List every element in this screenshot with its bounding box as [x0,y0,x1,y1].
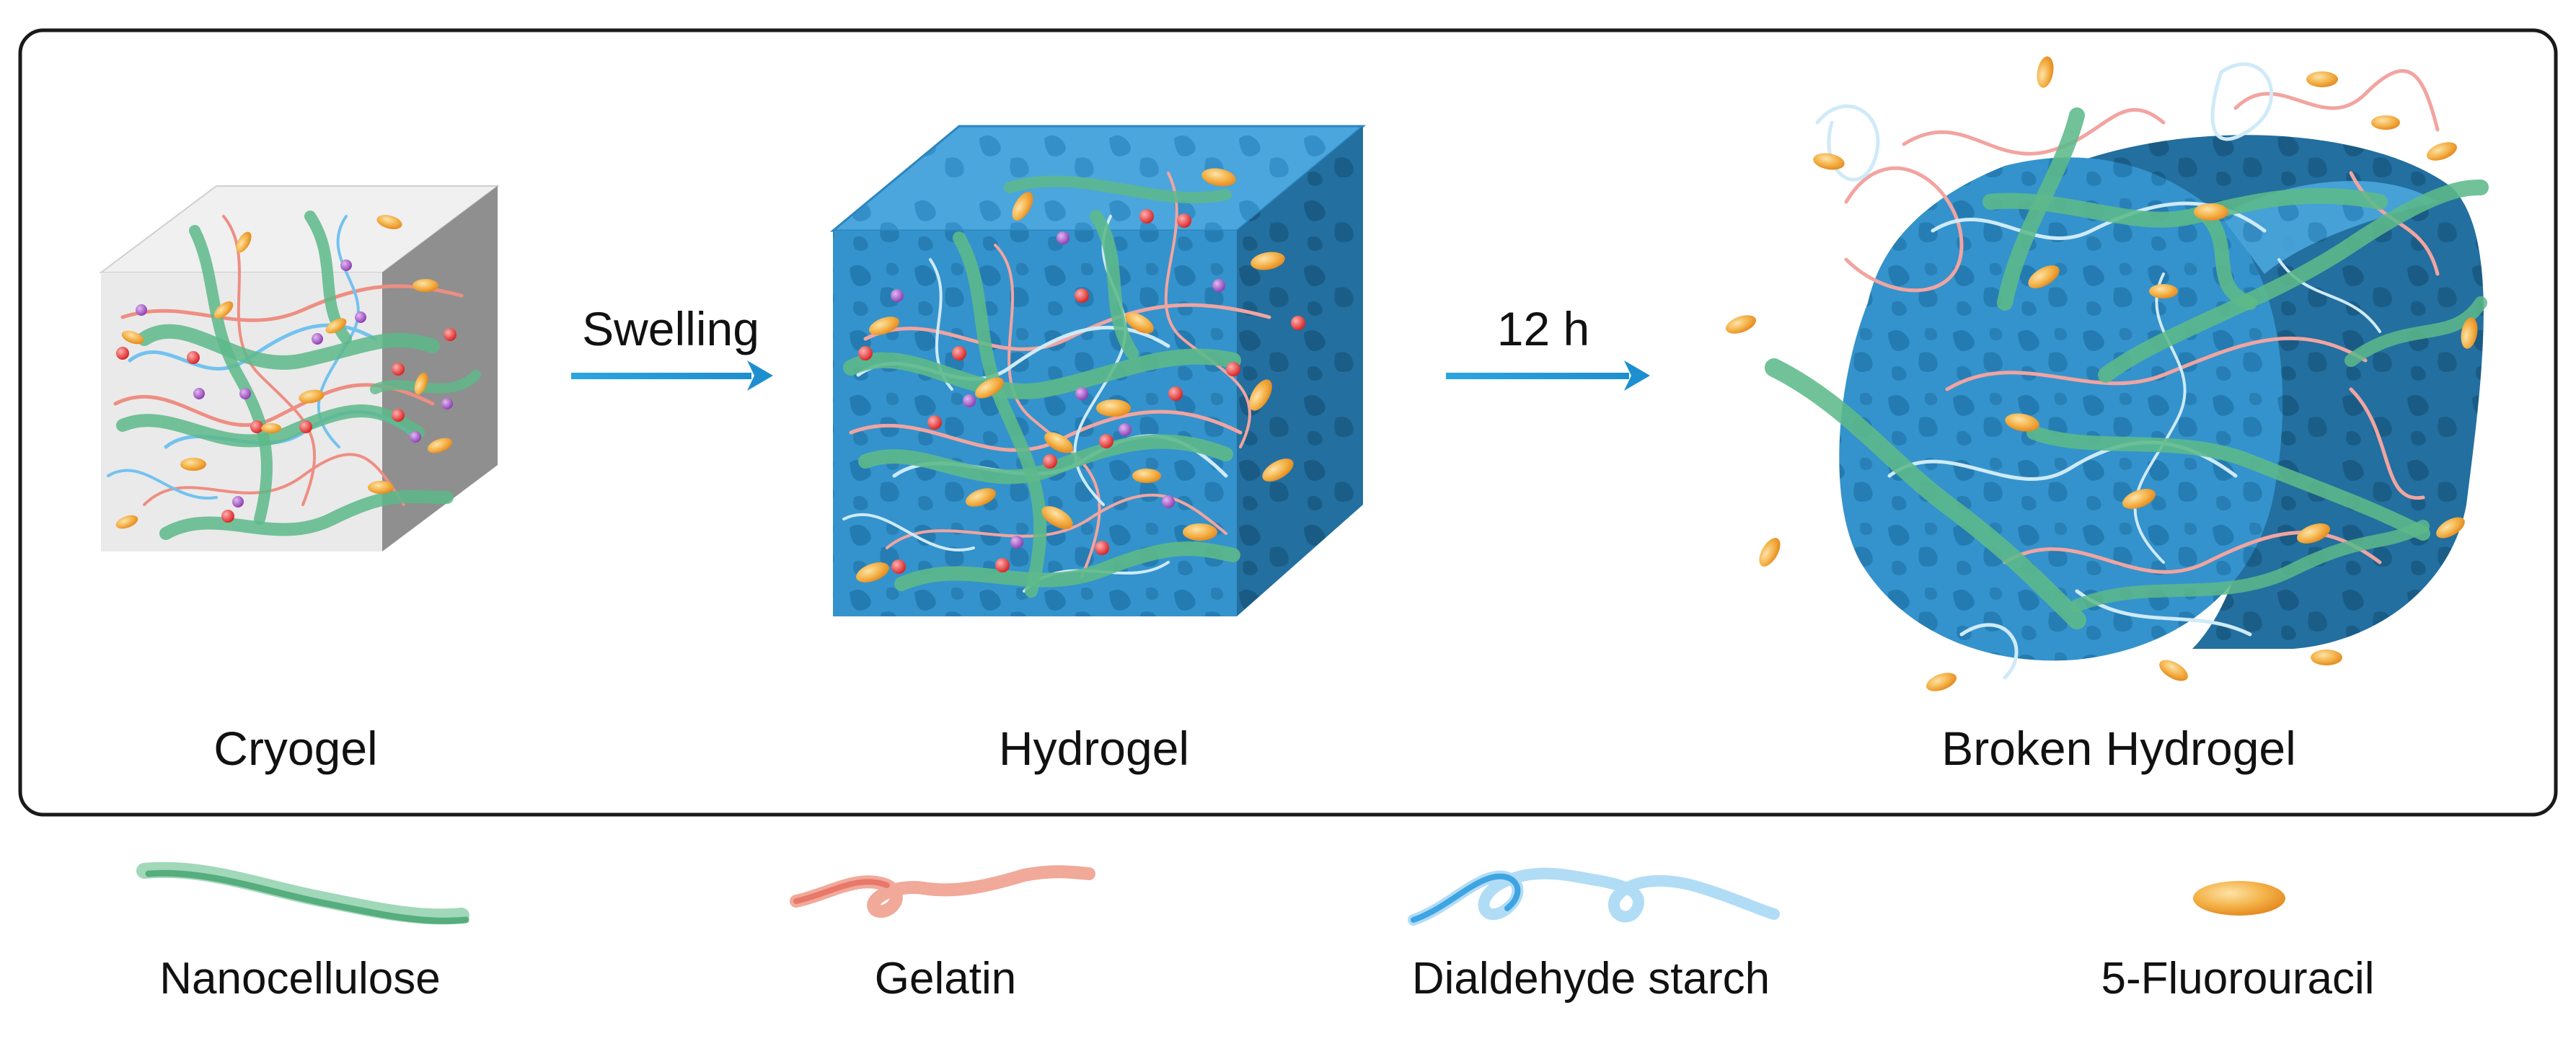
legend-label-dialdehyde-starch: Dialdehyde starch [1411,954,1770,1004]
time-arrow [1446,360,1650,391]
cryogel-cube [99,185,500,551]
swelling-label: Swelling [582,302,759,355]
main-panel-frame [18,28,2558,817]
hydrogel-drugs [856,168,1294,582]
broken-hydrogel [1725,56,2489,691]
hydrogel-cube [829,125,1367,616]
broken-hydrogel-fibers [1765,62,2489,680]
legend-icon-5-fluorouracil [2193,881,2285,916]
broken-hydrogel-label: Broken Hydrogel [1941,722,2296,775]
legend-icon-nanocellulose [136,861,469,925]
swelling-arrow [571,360,773,391]
legend-icon-dialdehyde-starch [1408,867,1780,926]
hydrogel-label: Hydrogel [998,722,1190,775]
legend-label-nanocellulose: Nanocellulose [159,954,441,1004]
hydrogel-crosslinks [858,209,1305,574]
time-label: 12 h [1496,302,1590,355]
legend-label-5-fluorouracil: 5-Fluorouracil [2101,954,2375,1004]
cryogel-drugs [115,215,453,529]
hydrogel-fibers [842,172,1271,598]
legend-icon-gelatin [790,865,1095,918]
broken-hydrogel-drugs [1725,56,2478,691]
legend-label-gelatin: Gelatin [874,954,1017,1004]
cryogel-label: Cryogel [213,722,378,775]
cryogel-crosslinks [116,260,456,523]
